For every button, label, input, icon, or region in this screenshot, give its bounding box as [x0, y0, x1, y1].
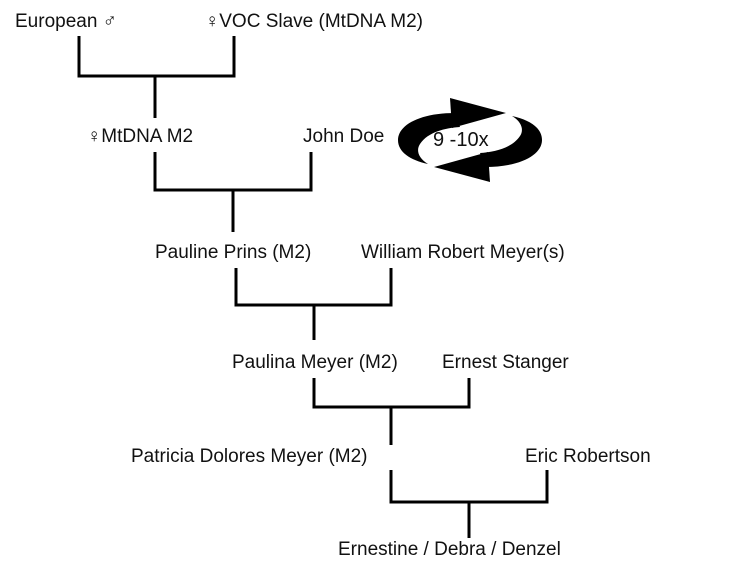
gen3-connector: [234, 268, 393, 340]
person-eric: Eric Robertson: [525, 446, 651, 467]
gen4-connector: [312, 378, 471, 445]
gen5-connector: [389, 470, 549, 538]
gen2-connector: [153, 152, 313, 232]
person-william: William Robert Meyer(s): [361, 242, 565, 263]
person-children: Ernestine / Debra / Denzel: [338, 539, 561, 560]
gen1-connector: [77, 36, 236, 118]
person-john-doe: John Doe: [303, 126, 385, 147]
person-mtdna-m2: ♀MtDNA M2: [87, 126, 194, 147]
cycle-arrows-icon: [398, 98, 542, 182]
person-european: European ♂: [15, 11, 117, 32]
person-voc-slave: ♀VOC Slave (MtDNA M2): [205, 11, 424, 32]
person-paulina: Paulina Meyer (M2): [232, 352, 398, 373]
person-ernest: Ernest Stanger: [442, 352, 569, 373]
person-patricia: Patricia Dolores Meyer (M2): [131, 446, 368, 467]
person-pauline: Pauline Prins (M2): [155, 242, 312, 263]
cycle-count-label: 9 -10x: [433, 129, 489, 151]
